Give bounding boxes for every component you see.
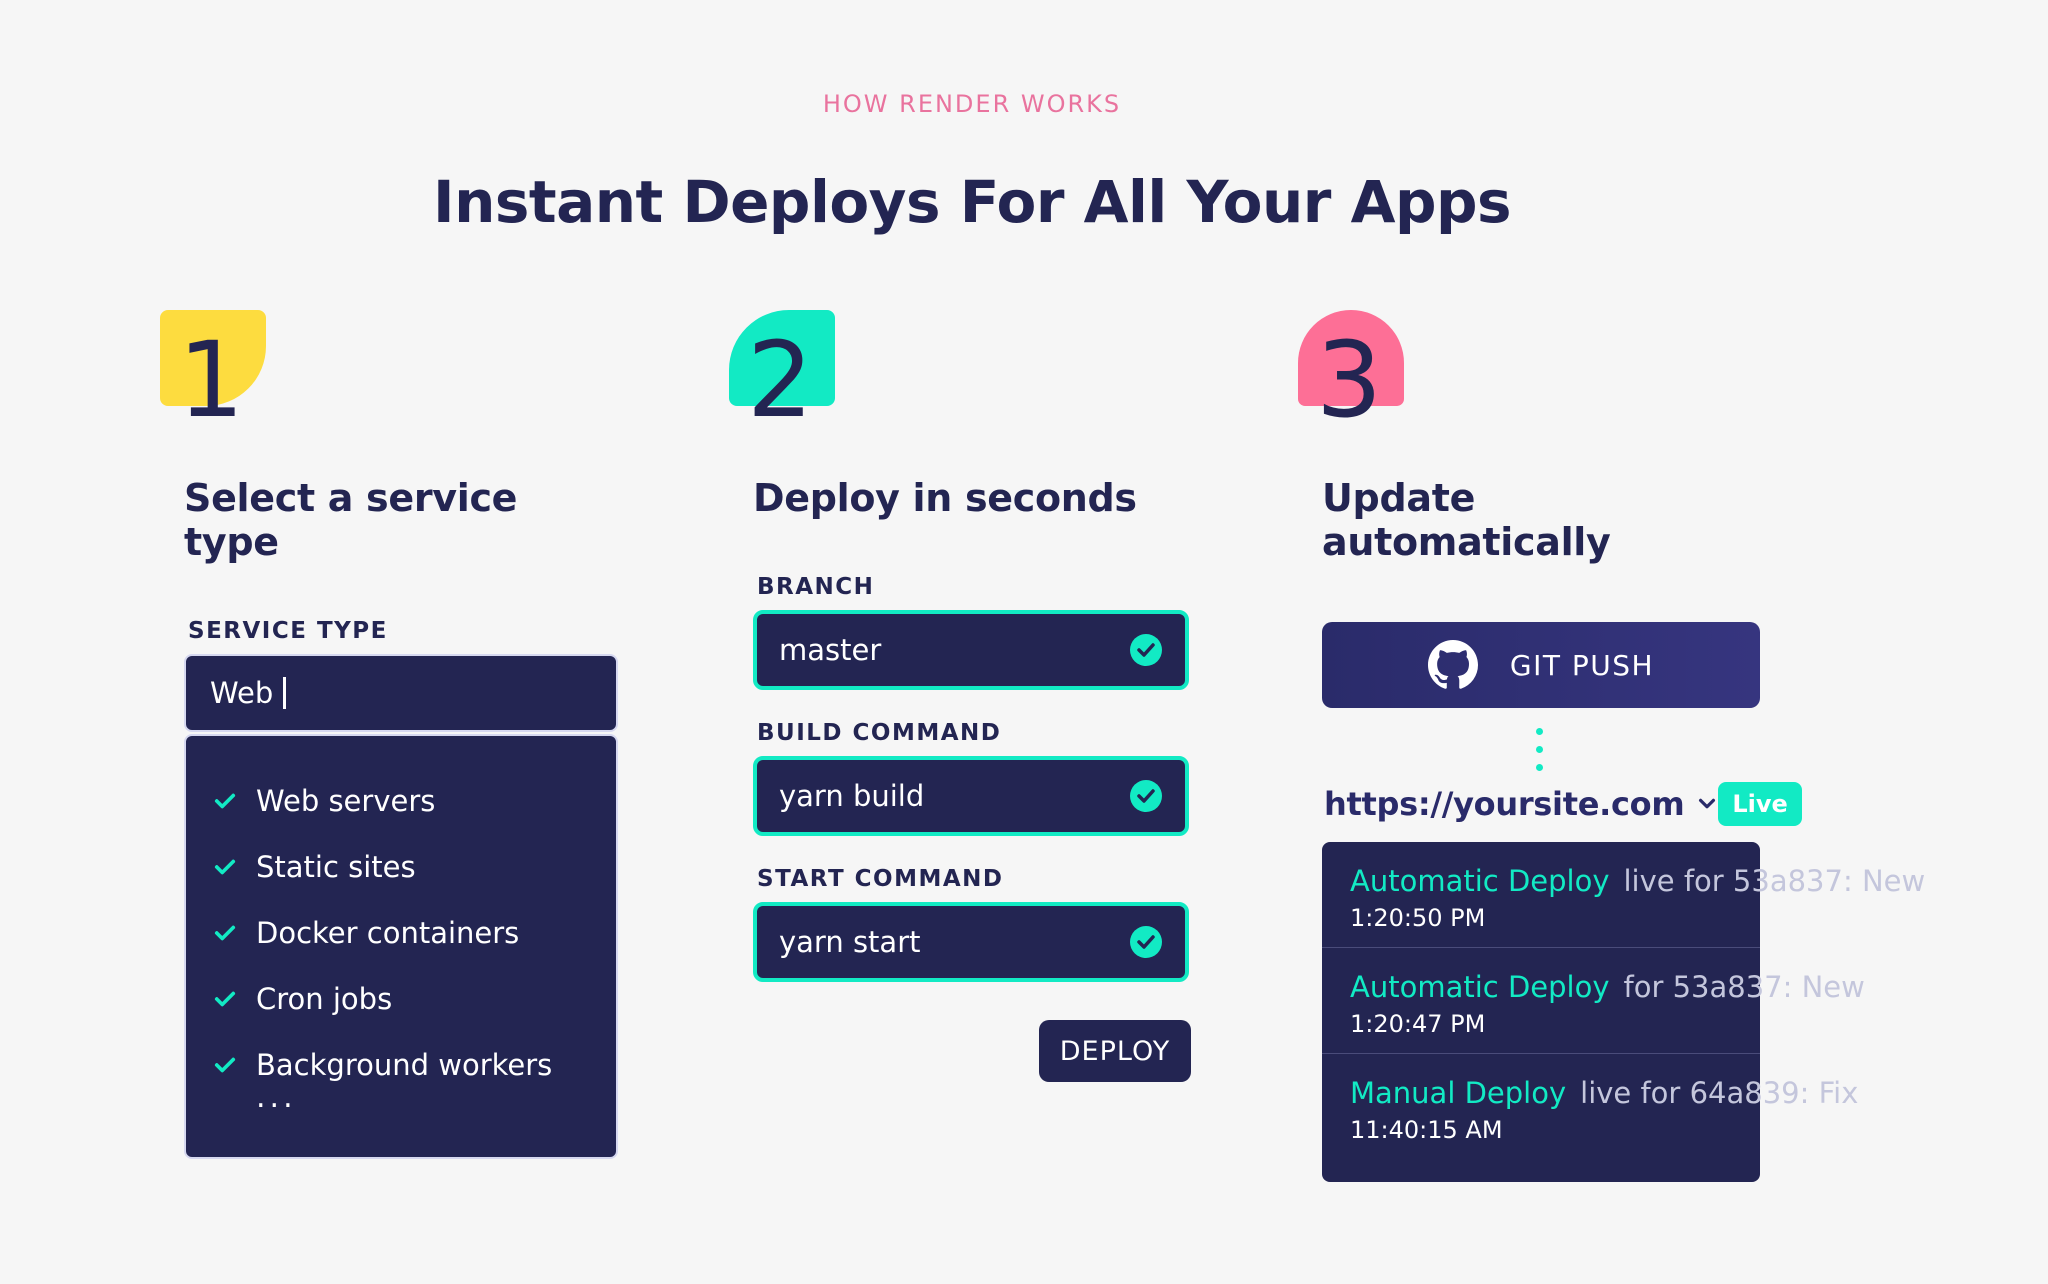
page-title: Instant Deploys For All Your Apps <box>432 168 1512 236</box>
site-url: https://yoursite.com <box>1324 785 1685 823</box>
step-title: Deploy in seconds <box>753 476 1137 520</box>
branch-label: BRANCH <box>757 574 875 600</box>
service-type-dropdown: Web servers Static sites Docker containe… <box>184 734 618 1159</box>
event-time: 11:40:15 AM <box>1350 1116 1503 1144</box>
dropdown-option[interactable]: Cron jobs <box>186 966 616 1032</box>
option-label: Static sites <box>256 850 416 884</box>
deploy-event-row[interactable]: Automatic Deploy live for 53a837: New 1:2… <box>1322 842 1925 948</box>
build-command-field[interactable]: yarn build <box>753 756 1189 836</box>
git-push-label: GIT PUSH <box>1509 648 1655 682</box>
step-title: Update automatically <box>1322 476 1611 564</box>
teal-leaf-shape <box>729 310 835 406</box>
option-label: Web servers <box>256 784 436 818</box>
pink-leaf-shape <box>1298 310 1404 406</box>
dropdown-option[interactable]: Docker containers <box>186 900 616 966</box>
event-type: Automatic Deploy <box>1350 864 1610 898</box>
service-type-input[interactable]: Web <box>184 654 618 732</box>
option-label: Cron jobs <box>256 982 393 1016</box>
chevron-down-icon <box>1699 798 1716 809</box>
site-url-dropdown[interactable]: https://yoursite.com <box>1324 785 1718 823</box>
step-deploy: 2 Deploy in seconds BRANCH master BUILD … <box>729 310 1191 1082</box>
check-icon <box>214 793 236 809</box>
section-eyebrow: HOW RENDER WORKS <box>822 90 1122 118</box>
github-icon <box>1427 640 1478 689</box>
deploy-events-list: Automatic Deploy live for 53a837: New 1:2… <box>1322 842 1925 1182</box>
check-icon <box>214 925 236 941</box>
event-description: live for 53a837: New <box>1623 864 1926 898</box>
build-command-label: BUILD COMMAND <box>757 720 1002 746</box>
event-description: for 53a837: New <box>1623 970 1865 1004</box>
dropdown-option[interactable]: Static sites <box>186 834 616 900</box>
event-time: 1:20:47 PM <box>1350 1010 1486 1038</box>
step-badge-3: 3 <box>1298 310 1438 441</box>
branch-value: master <box>779 633 882 667</box>
step-badge-1: 1 <box>160 310 300 441</box>
step-title: Select a service type <box>184 476 518 564</box>
git-push-button[interactable]: GIT PUSH <box>1322 622 1760 708</box>
text-cursor <box>283 677 287 709</box>
branch-field[interactable]: master <box>753 610 1189 690</box>
step-update: 3 Update automatically GIT PUSH https://… <box>1298 310 1925 1182</box>
check-icon <box>214 1057 236 1073</box>
event-type: Manual Deploy <box>1350 1076 1567 1110</box>
more-options-ellipsis: ... <box>256 1080 297 1115</box>
option-label: Background workers <box>256 1048 553 1082</box>
step-badge-2: 2 <box>729 310 869 441</box>
live-status-badge: Live <box>1718 782 1802 826</box>
step-number: 3 <box>1316 319 1383 441</box>
deploy-button[interactable]: DEPLOY <box>1039 1020 1191 1082</box>
check-icon <box>214 991 236 1007</box>
step-number: 2 <box>747 319 814 441</box>
event-type: Automatic Deploy <box>1350 970 1610 1004</box>
event-description: live for 64a839: Fix <box>1580 1076 1859 1110</box>
start-command-label: START COMMAND <box>757 866 1004 892</box>
dropdown-option[interactable]: Background workers <box>186 1032 616 1098</box>
option-label: Docker containers <box>256 916 520 950</box>
service-type-value: Web <box>210 676 274 710</box>
step-select-service: 1 Select a service type SERVICE TYPE Web… <box>160 310 618 1159</box>
step-number: 1 <box>178 319 245 441</box>
deploy-event-row[interactable]: Automatic Deploy for 53a837: New 1:20:47 … <box>1322 948 1865 1054</box>
event-time: 1:20:50 PM <box>1350 904 1486 932</box>
check-circle-icon <box>1130 926 1162 958</box>
start-command-value: yarn start <box>779 925 921 959</box>
dropdown-option[interactable]: Web servers <box>186 768 616 834</box>
check-icon <box>214 859 236 875</box>
check-circle-icon <box>1130 780 1162 812</box>
build-command-value: yarn build <box>779 779 925 813</box>
site-url-row: https://yoursite.com Live <box>1324 782 1802 826</box>
check-circle-icon <box>1130 634 1162 666</box>
start-command-field[interactable]: yarn start <box>753 902 1189 982</box>
deploy-event-row[interactable]: Manual Deploy live for 64a839: Fix 11:40:… <box>1322 1054 1858 1160</box>
connector-dots <box>1536 728 1544 771</box>
service-type-label: SERVICE TYPE <box>188 618 388 644</box>
